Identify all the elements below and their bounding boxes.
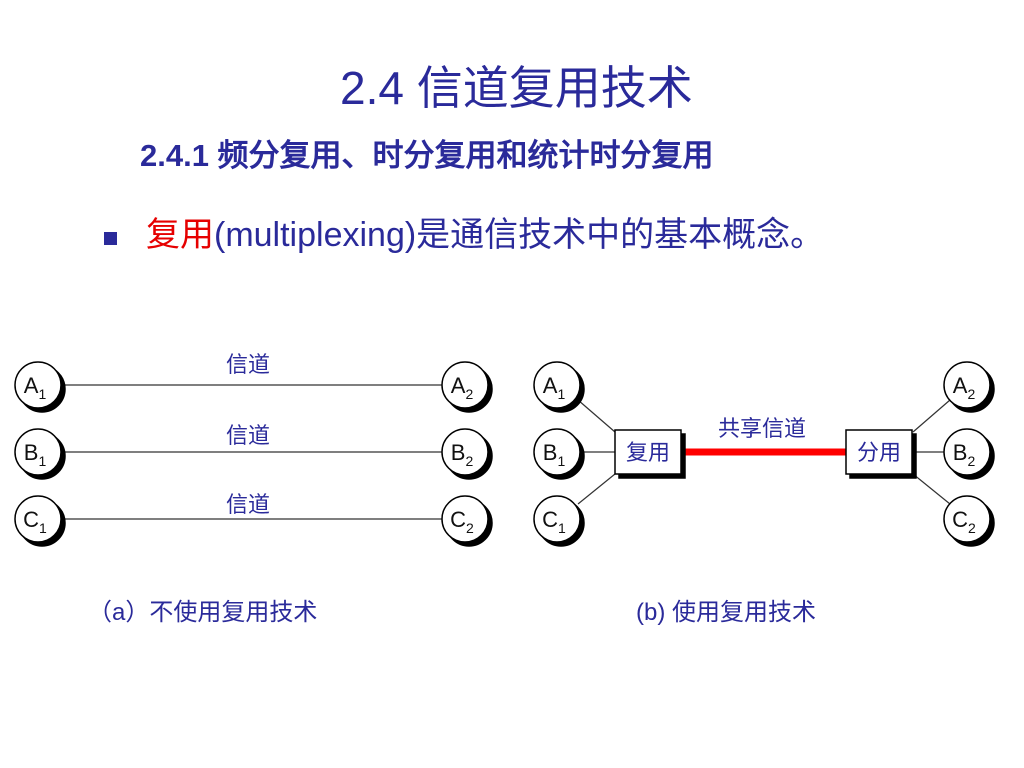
channel-label-3: 信道 bbox=[226, 492, 270, 517]
svg-text:A1: A1 bbox=[24, 373, 47, 402]
connector-demux-c2 bbox=[912, 473, 951, 505]
svg-text:C1: C1 bbox=[542, 507, 566, 536]
square-bullet-icon bbox=[104, 232, 117, 245]
connector-c1-mux bbox=[577, 473, 616, 505]
node-subscript: 1 bbox=[557, 453, 565, 469]
node-letter: A bbox=[24, 373, 39, 398]
diagram-a: 信道 信道 信道 A1 B1 C1 A2 B2 C2 （a）不使用复用技术 bbox=[14, 352, 489, 626]
node-a2-right: A2 bbox=[441, 361, 489, 409]
svg-text:C2: C2 bbox=[450, 507, 474, 536]
node-letter: A bbox=[953, 373, 968, 398]
node-subscript: 2 bbox=[967, 386, 975, 402]
caption-b: (b) 使用复用技术 bbox=[636, 599, 816, 626]
mux-label: 复用 bbox=[626, 440, 670, 465]
node-subscript: 2 bbox=[466, 520, 474, 536]
svg-text:B2: B2 bbox=[451, 440, 474, 469]
node-c1-left: C1 bbox=[14, 495, 62, 543]
svg-text:C2: C2 bbox=[952, 507, 976, 536]
svg-text:A1: A1 bbox=[543, 373, 566, 402]
svg-text:B1: B1 bbox=[24, 440, 47, 469]
bullet-body: (multiplexing)是通信技术中的基本概念。 bbox=[214, 216, 825, 254]
node-letter: B bbox=[953, 440, 968, 465]
node-a2-right: A2 bbox=[943, 361, 991, 409]
svg-text:B1: B1 bbox=[543, 440, 566, 469]
node-letter: B bbox=[451, 440, 466, 465]
slide-subtitle: 2.4.1 频分复用、时分复用和统计时分复用 bbox=[140, 138, 714, 173]
node-b2-right: B2 bbox=[441, 428, 489, 476]
diagram-b: 共享信道 复用 分用 A1 B1 C1 A2 bbox=[533, 361, 991, 626]
caption-a: （a）不使用复用技术 bbox=[88, 599, 317, 626]
connector-demux-a2 bbox=[912, 399, 951, 433]
node-subscript: 2 bbox=[968, 520, 976, 536]
node-c1-left: C1 bbox=[533, 495, 581, 543]
shared-channel-label: 共享信道 bbox=[718, 416, 806, 441]
bullet-text: 复用(multiplexing)是通信技术中的基本概念。 bbox=[146, 210, 966, 260]
node-letter: A bbox=[543, 373, 558, 398]
node-b2-right: B2 bbox=[943, 428, 991, 476]
node-subscript: 2 bbox=[465, 386, 473, 402]
node-letter: C bbox=[23, 507, 39, 532]
node-letter: C bbox=[952, 507, 968, 532]
node-c2-right: C2 bbox=[943, 495, 991, 543]
node-subscript: 1 bbox=[557, 386, 565, 402]
node-a1-left: A1 bbox=[14, 361, 62, 409]
svg-text:A2: A2 bbox=[451, 373, 474, 402]
svg-text:A2: A2 bbox=[953, 373, 976, 402]
bullet-term: 复用 bbox=[146, 216, 214, 254]
node-subscript: 2 bbox=[967, 453, 975, 469]
node-subscript: 1 bbox=[38, 386, 46, 402]
connector-a1-mux bbox=[577, 399, 616, 433]
channel-label-2: 信道 bbox=[226, 423, 270, 448]
node-c2-right: C2 bbox=[441, 495, 489, 543]
node-b1-left: B1 bbox=[14, 428, 62, 476]
svg-text:C1: C1 bbox=[23, 507, 47, 536]
node-letter: B bbox=[543, 440, 558, 465]
node-letter: A bbox=[451, 373, 466, 398]
node-letter: B bbox=[24, 440, 39, 465]
node-b1-left: B1 bbox=[533, 428, 581, 476]
node-subscript: 2 bbox=[465, 453, 473, 469]
node-letter: C bbox=[542, 507, 558, 532]
node-a1-left: A1 bbox=[533, 361, 581, 409]
channel-label-1: 信道 bbox=[226, 352, 270, 377]
node-letter: C bbox=[450, 507, 466, 532]
mux-box: 复用 bbox=[614, 429, 682, 475]
node-subscript: 1 bbox=[38, 453, 46, 469]
demux-label: 分用 bbox=[857, 440, 901, 465]
node-subscript: 1 bbox=[558, 520, 566, 536]
demux-box: 分用 bbox=[845, 429, 913, 475]
slide-title: 2.4 信道复用技术 bbox=[340, 62, 693, 114]
svg-text:B2: B2 bbox=[953, 440, 976, 469]
node-subscript: 1 bbox=[39, 520, 47, 536]
